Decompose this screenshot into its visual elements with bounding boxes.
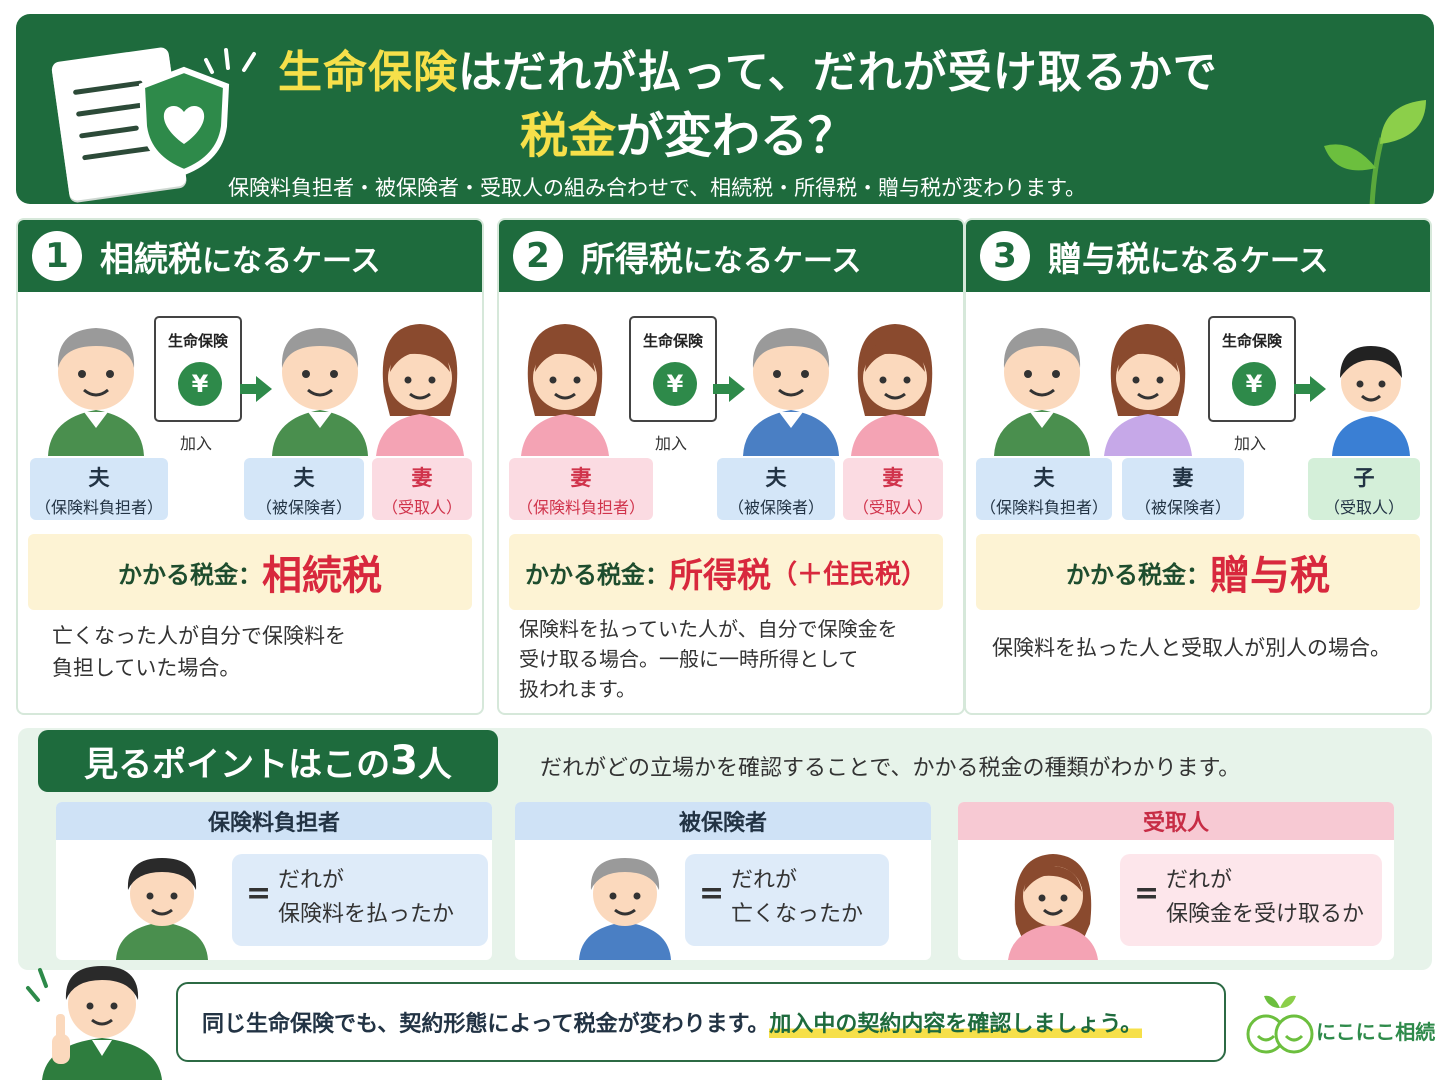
case-description: 亡くなった人が自分で保険料を負担していた場合。 [52,624,346,680]
husband-avatar [994,328,1090,456]
case-description: 保険料を払った人と受取人が別人の場合。 [992,636,1391,660]
payer-avatar [116,858,208,960]
join-label: 加入 [655,434,688,453]
policy-card: 生命保険 ¥ [1208,316,1296,422]
brand-logo: にこにこ相続 [1244,990,1436,1060]
case-title: 相続税になるケース [100,239,381,280]
role-insured: 夫（被保険者） [244,458,364,520]
smile-logo-icon [1246,995,1314,1054]
case-header: 3 贈与税になるケース [966,220,1430,292]
tax-result: かかる税金：贈与税 [976,534,1420,610]
case-header: 1 相続税になるケース [18,220,482,292]
yen-coin-icon: ¥ [178,362,222,406]
arrow-right-icon [713,376,745,402]
shield-heart-icon [138,66,230,176]
case-card-inheritance: 1 相続税になるケース 生命保険 ¥ 加入 夫（保険料負担者） 夫（被保険者） [16,218,484,715]
point-card-premium-payer: 保険料負担者 = だれが保険料を払ったか [56,802,492,960]
point-title: 被保険者 [515,802,931,840]
role-premium-payer: 妻（保険料負担者） [509,458,653,520]
case-description: 保険料を払っていた人が、自分で保険金を受け取る場合。一般に一時所得として扱われま… [519,617,898,701]
footer-message: 同じ生命保険でも、契約形態によって税金が変わります。 [202,1012,770,1037]
role-premium-payer: 夫（保険料負担者） [30,458,168,520]
case-number: 1 [32,231,82,281]
join-label: 加入 [1234,434,1267,453]
case-card-income: 2 所得税になるケース 生命保険 ¥ 加入 妻（保険料負担者） 夫（被保険者） [497,218,965,715]
wife-avatar [1104,324,1192,456]
role-insured: 妻（被保険者） [1122,458,1244,520]
role-beneficiary: 妻（受取人） [843,458,943,520]
point-bubble: = だれが保険金を受け取るか [1120,854,1382,946]
wife-avatar [851,324,939,456]
point-bubble: = だれが保険料を払ったか [232,854,488,946]
case-number: 2 [513,231,563,281]
key-points-subtitle: だれがどの立場かを確認することで、かかる税金の種類がわかります。 [540,756,1241,781]
wife-avatar [521,324,609,456]
yen-coin-icon: ¥ [653,362,697,406]
wife-avatar [376,324,464,456]
husband-avatar [272,328,368,456]
point-bubble: = だれが亡くなったか [685,854,889,946]
advisor-avatar [26,966,162,1080]
husband-avatar [48,328,144,456]
arrow-right-icon [240,376,272,402]
case-header: 2 所得税になるケース [499,220,963,292]
case-number: 3 [980,231,1030,281]
insured-avatar [579,858,671,960]
footer-highlight: 加入中の契約内容を確認しましょう。 [769,1006,1143,1038]
arrow-right-icon [1294,376,1326,402]
sprout-icon [1324,100,1426,204]
header-title-line2: 税金が変わる？ [520,108,857,164]
role-insured: 夫（被保険者） [717,458,835,520]
brand-name: にこにこ相続 [1316,1020,1436,1044]
point-card-beneficiary: 受取人 = だれが保険金を受け取るか [958,802,1394,960]
sparkle-icon [204,48,256,74]
footer-message-box: 同じ生命保険でも、契約形態によって税金が変わります。 加入中の契約内容を確認しま… [176,982,1226,1062]
policy-card: 生命保険 ¥ [154,316,242,422]
point-card-insured: 被保険者 = だれが亡くなったか [515,802,931,960]
case-title: 贈与税になるケース [1048,239,1329,280]
tax-result: かかる税金：所得税（＋住民税） [509,534,943,610]
policy-card: 生命保険 ¥ [629,316,717,422]
join-label: 加入 [180,434,213,453]
husband-avatar [743,328,839,456]
tax-result: かかる税金：相続税 [28,534,472,610]
point-title: 受取人 [958,802,1394,840]
yen-coin-icon: ¥ [1232,362,1276,406]
header-title-line1: 生命保険はだれが払って、だれが受け取るかで [278,47,1218,98]
role-beneficiary: 子（受取人） [1308,458,1420,520]
role-premium-payer: 夫（保険料負担者） [976,458,1112,520]
header-banner: 生命保険はだれが払って、だれが受け取るかで 税金が変わる？ 保険料負担者・被保険… [16,14,1434,204]
child-avatar [1332,346,1410,456]
point-title: 保険料負担者 [56,802,492,840]
header-subtitle: 保険料負担者・被保険者・受取人の組み合わせで、相続税・所得税・贈与税が変わります… [228,176,1087,200]
case-title: 所得税になるケース [581,239,862,280]
beneficiary-avatar [1008,854,1098,960]
case-card-gift: 3 贈与税になるケース 生命保険 ¥ 加入 夫（保険料負担者） 妻（被保険者） … [964,218,1432,715]
role-beneficiary: 妻（受取人） [372,458,472,520]
